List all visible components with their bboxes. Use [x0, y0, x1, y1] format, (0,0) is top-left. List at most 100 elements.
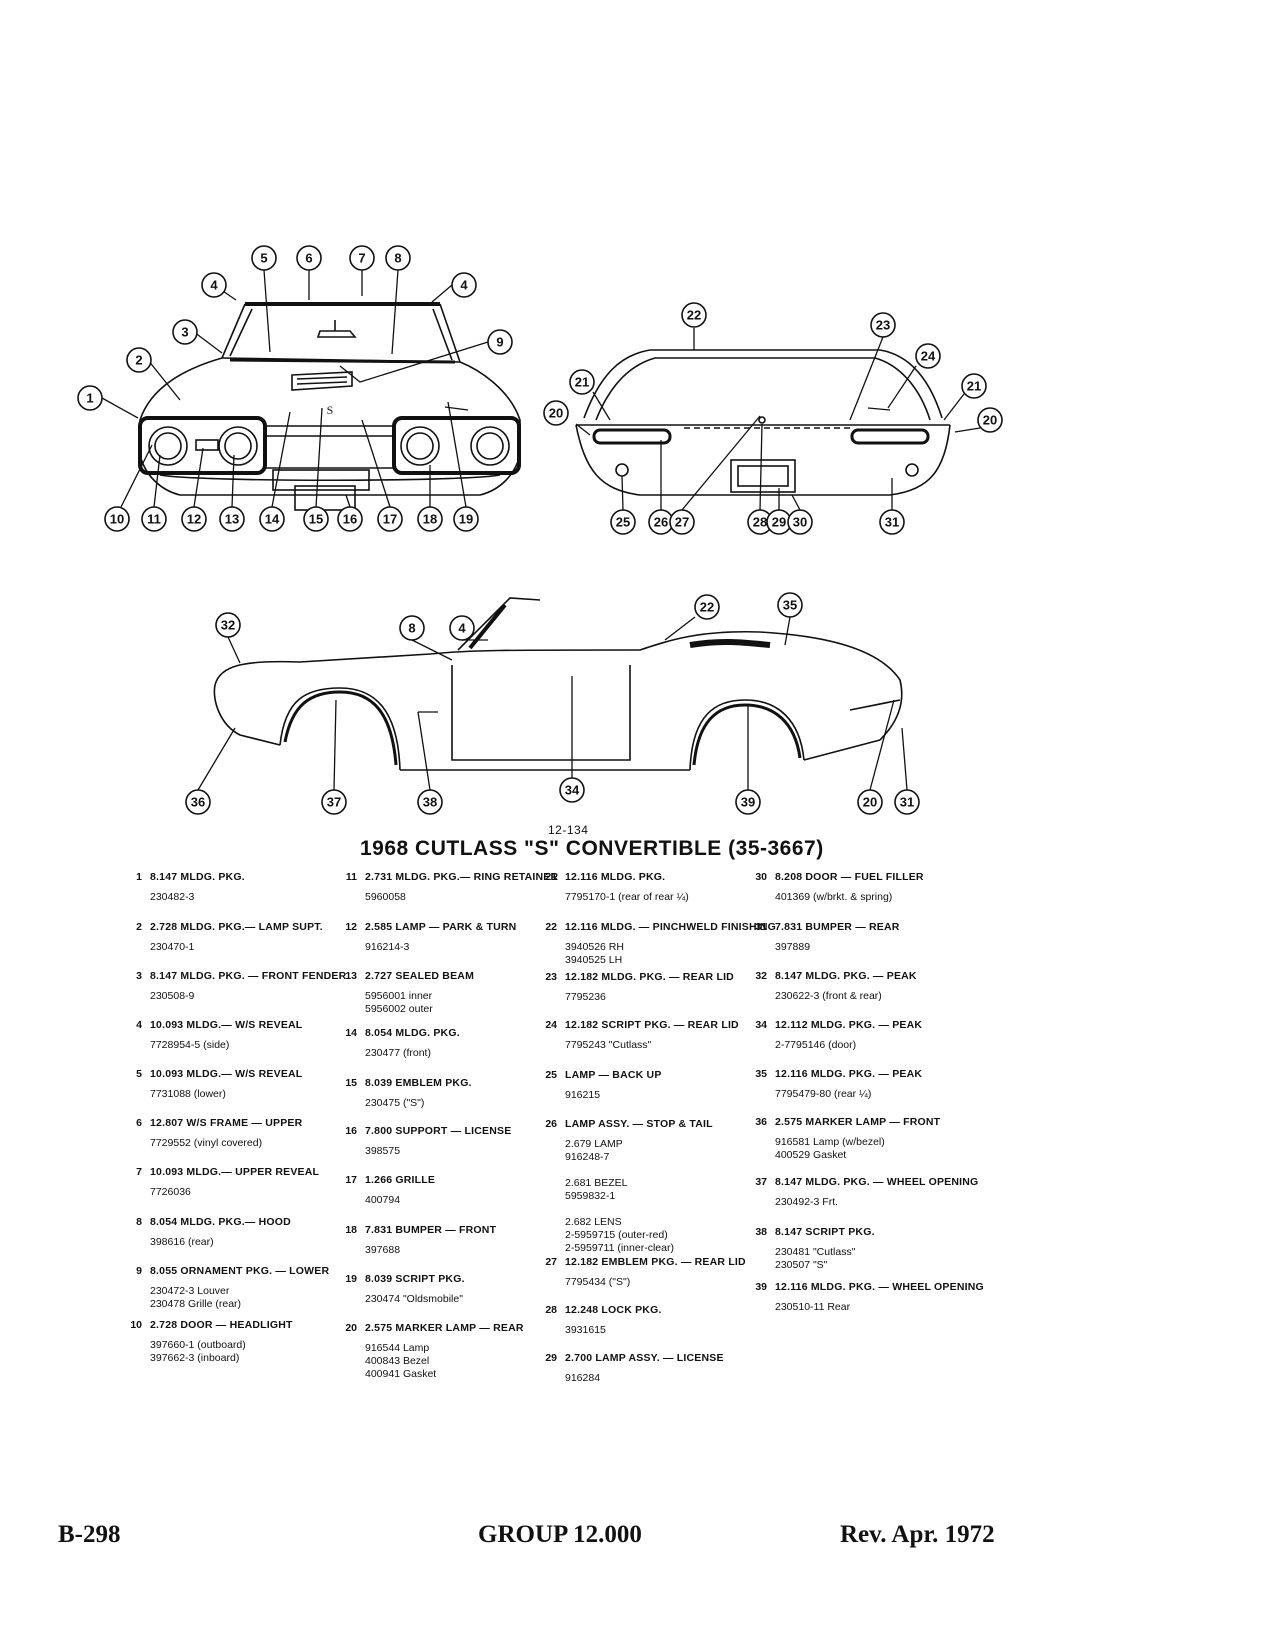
side-leader-lines — [197, 616, 908, 791]
callout-12: 12 — [181, 506, 207, 532]
part-part-numbers: 400794 — [365, 1194, 401, 1206]
part-part-numbers: 230508-9 — [150, 990, 195, 1002]
part-number: 38 — [755, 1226, 767, 1238]
svg-text:22: 22 — [700, 600, 714, 615]
part-part-numbers: 230481 "Cutlass" 230507 "S" — [775, 1246, 856, 1271]
svg-text:13: 13 — [225, 512, 239, 527]
part-entry: 38 8.147 SCRIPT PKG. 230481 "Cutlass" 2305… — [745, 1226, 875, 1272]
svg-text:21: 21 — [575, 375, 589, 390]
callout-21-right: 21 — [961, 373, 987, 399]
part-number: 10 — [130, 1319, 142, 1331]
callout-4-left: 4 — [201, 272, 227, 298]
part-part-numbers: 2.679 LAMP 916248-7 2.681 BEZEL 5959832-… — [565, 1138, 674, 1254]
callout-24: 24 — [915, 343, 941, 369]
part-part-numbers: 7726036 — [150, 1186, 191, 1198]
part-description: 8.147 MLDG. PKG. — WHEEL OPENING — [775, 1176, 979, 1188]
part-number: 22 — [545, 921, 557, 933]
svg-text:10: 10 — [110, 512, 124, 527]
part-part-numbers: 5960058 — [365, 891, 406, 903]
callout-22-side: 22 — [694, 594, 720, 620]
callout-20-left: 20 — [543, 400, 569, 426]
part-number: 2 — [136, 921, 142, 933]
part-part-numbers: 7729552 (vinyl covered) — [150, 1137, 263, 1149]
callout-6: 6 — [296, 245, 322, 271]
part-description: 12.116 MLDG. PKG. — [565, 871, 666, 883]
svg-text:8: 8 — [394, 251, 401, 266]
svg-text:25: 25 — [616, 515, 630, 530]
part-description: 2.727 SEALED BEAM — [365, 970, 475, 982]
part-description: 8.055 ORNAMENT PKG. — LOWER — [150, 1265, 330, 1277]
svg-text:S: S — [327, 403, 334, 417]
part-description: 8.054 MLDG. PKG. — [365, 1027, 460, 1039]
svg-text:18: 18 — [423, 512, 437, 527]
callout-22: 22 — [681, 302, 707, 328]
part-description: 2.700 LAMP ASSY. — LICENSE — [565, 1352, 724, 1364]
svg-text:39: 39 — [741, 795, 755, 810]
part-description: 1.266 GRILLE — [365, 1174, 436, 1186]
svg-text:1: 1 — [86, 391, 93, 406]
part-part-numbers: 7795236 — [565, 991, 606, 1003]
rear-view-drawing — [575, 349, 951, 496]
svg-text:23: 23 — [876, 318, 890, 333]
part-part-numbers: 230472-3 Louver 230478 Grille (rear) — [150, 1285, 242, 1310]
part-description: 12.248 LOCK PKG. — [565, 1304, 662, 1316]
svg-text:24: 24 — [921, 349, 936, 364]
part-number: 32 — [755, 970, 767, 982]
part-entry: 9 8.055 ORNAMENT PKG. — LOWER 230472-3 Lou… — [120, 1265, 329, 1311]
part-description: 8.208 DOOR — FUEL FILLER — [775, 871, 924, 883]
part-description: 12.116 MLDG. PKG. — PEAK — [775, 1068, 923, 1080]
svg-text:32: 32 — [221, 618, 235, 633]
part-part-numbers: 7795479-80 (rear ¼) — [775, 1088, 872, 1100]
part-part-numbers: 7795434 ("S") — [565, 1276, 631, 1288]
callout-26: 26 — [648, 509, 674, 535]
part-part-numbers: 2-7795146 (door) — [775, 1039, 857, 1051]
part-part-numbers: 397889 — [775, 941, 811, 953]
part-description: 10.093 MLDG.— W/S REVEAL — [150, 1068, 303, 1080]
callout-15: 15 — [303, 506, 329, 532]
part-number: 9 — [136, 1265, 142, 1277]
part-number: 21 — [545, 871, 557, 883]
part-number: 36 — [755, 1116, 767, 1128]
part-description: 2.731 MLDG. PKG.— RING RETAINER — [365, 871, 559, 883]
callout-5: 5 — [251, 245, 277, 271]
part-number: 20 — [345, 1322, 357, 1334]
svg-text:5: 5 — [260, 251, 267, 266]
part-part-numbers: 916544 Lamp 400843 Bezel 400941 Gasket — [365, 1342, 437, 1380]
part-description: LAMP ASSY. — STOP & TAIL — [565, 1118, 713, 1130]
part-description: 12.116 MLDG. — PINCHWELD FINISHING — [565, 921, 776, 933]
part-description: 8.147 SCRIPT PKG. — [775, 1226, 875, 1238]
callout-11: 11 — [141, 506, 167, 532]
part-part-numbers: 401369 (w/brkt. & spring) — [775, 891, 893, 903]
svg-text:15: 15 — [309, 512, 323, 527]
part-description: 12.112 MLDG. PKG. — PEAK — [775, 1019, 923, 1031]
part-part-numbers: 3940526 RH 3940525 LH — [565, 941, 624, 966]
svg-text:35: 35 — [783, 598, 797, 613]
part-description: 12.182 MLDG. PKG. — REAR LID — [565, 971, 734, 983]
part-part-numbers: 7731088 (lower) — [150, 1088, 226, 1100]
part-number: 14 — [345, 1027, 357, 1039]
part-number: 35 — [755, 1068, 767, 1080]
part-part-numbers: 397688 — [365, 1244, 401, 1256]
part-description: 12.116 MLDG. PKG. — WHEEL OPENING — [775, 1281, 984, 1293]
svg-text:34: 34 — [565, 783, 580, 798]
svg-text:6: 6 — [305, 251, 312, 266]
callout-1: 1 — [77, 385, 103, 411]
part-description: LAMP — BACK UP — [565, 1069, 662, 1081]
callout-29: 29 — [766, 509, 792, 535]
part-part-numbers: 397660-1 (outboard) 397662-3 (inboard) — [150, 1339, 246, 1364]
part-number: 26 — [545, 1118, 557, 1130]
svg-text:31: 31 — [885, 515, 899, 530]
part-number: 15 — [345, 1077, 357, 1089]
